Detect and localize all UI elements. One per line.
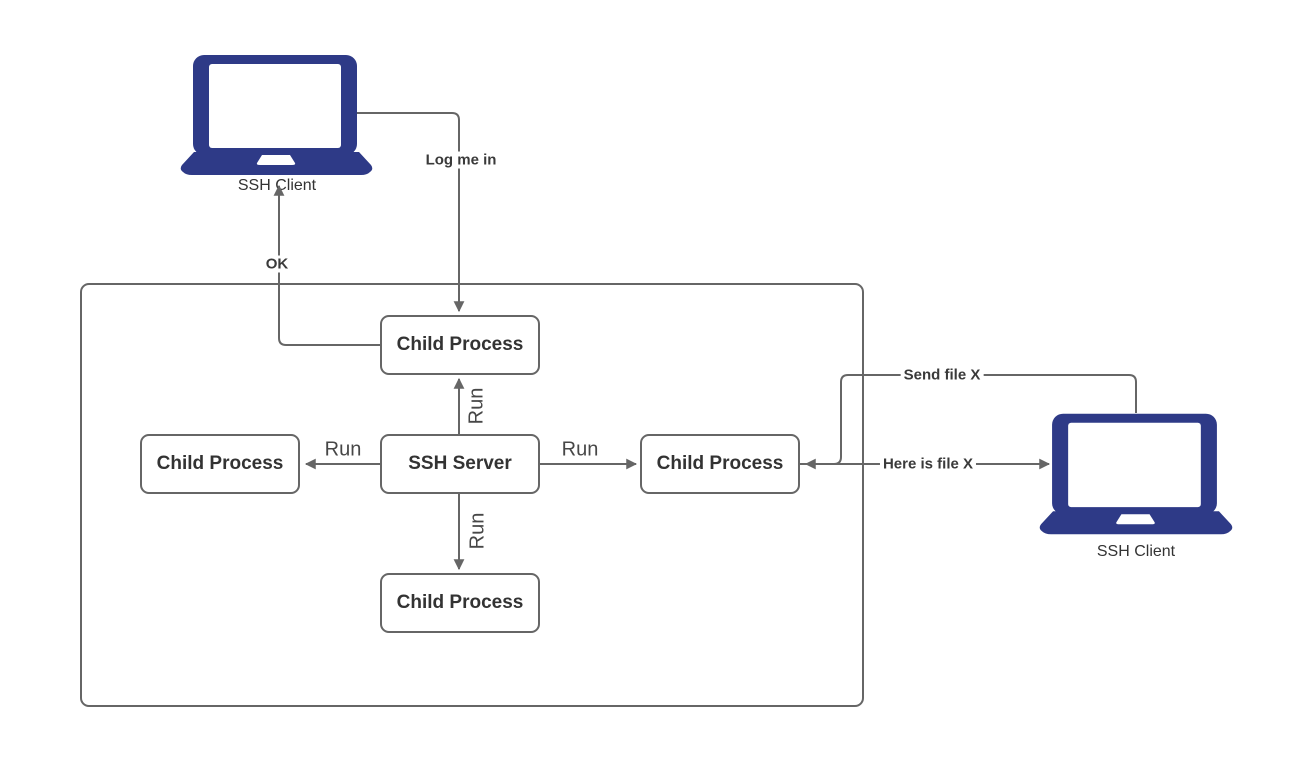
node-label: Child Process [156,453,284,474]
node-label: SSH Server [408,453,512,474]
node-child-process-top: Child Process [380,315,540,375]
node-label: Child Process [656,453,784,474]
edge-label-log-me-in: Log me in [422,151,500,169]
node-child-process-bottom: Child Process [380,573,540,633]
node-ssh-server: SSH Server [380,434,540,494]
edge-ok [273,184,380,346]
laptop-icon-svg [1039,413,1233,535]
edge-label-run-right: Run [559,438,601,462]
edge-label-run-left: Run [322,438,364,462]
laptop-icon [1039,413,1233,535]
laptop-right-label: SSH Client [1096,543,1176,560]
edge-send-file-x [804,374,1137,470]
edge-log-me-in [357,112,465,313]
node-label: Child Process [396,592,524,613]
edge-label-ok: OK [262,255,292,273]
edge-label-send-file-x: Send file X [900,366,984,384]
node-child-process-right: Child Process [640,434,800,494]
node-child-process-left: Child Process [140,434,300,494]
edge-label-run-up: Run [465,385,489,427]
edge-label-here-is-file-x: Here is file X [879,455,977,473]
laptop-icon [180,55,373,175]
node-label: Child Process [396,334,524,355]
edge-label-run-down: Run [466,510,490,552]
laptop-icon-svg [180,55,373,175]
